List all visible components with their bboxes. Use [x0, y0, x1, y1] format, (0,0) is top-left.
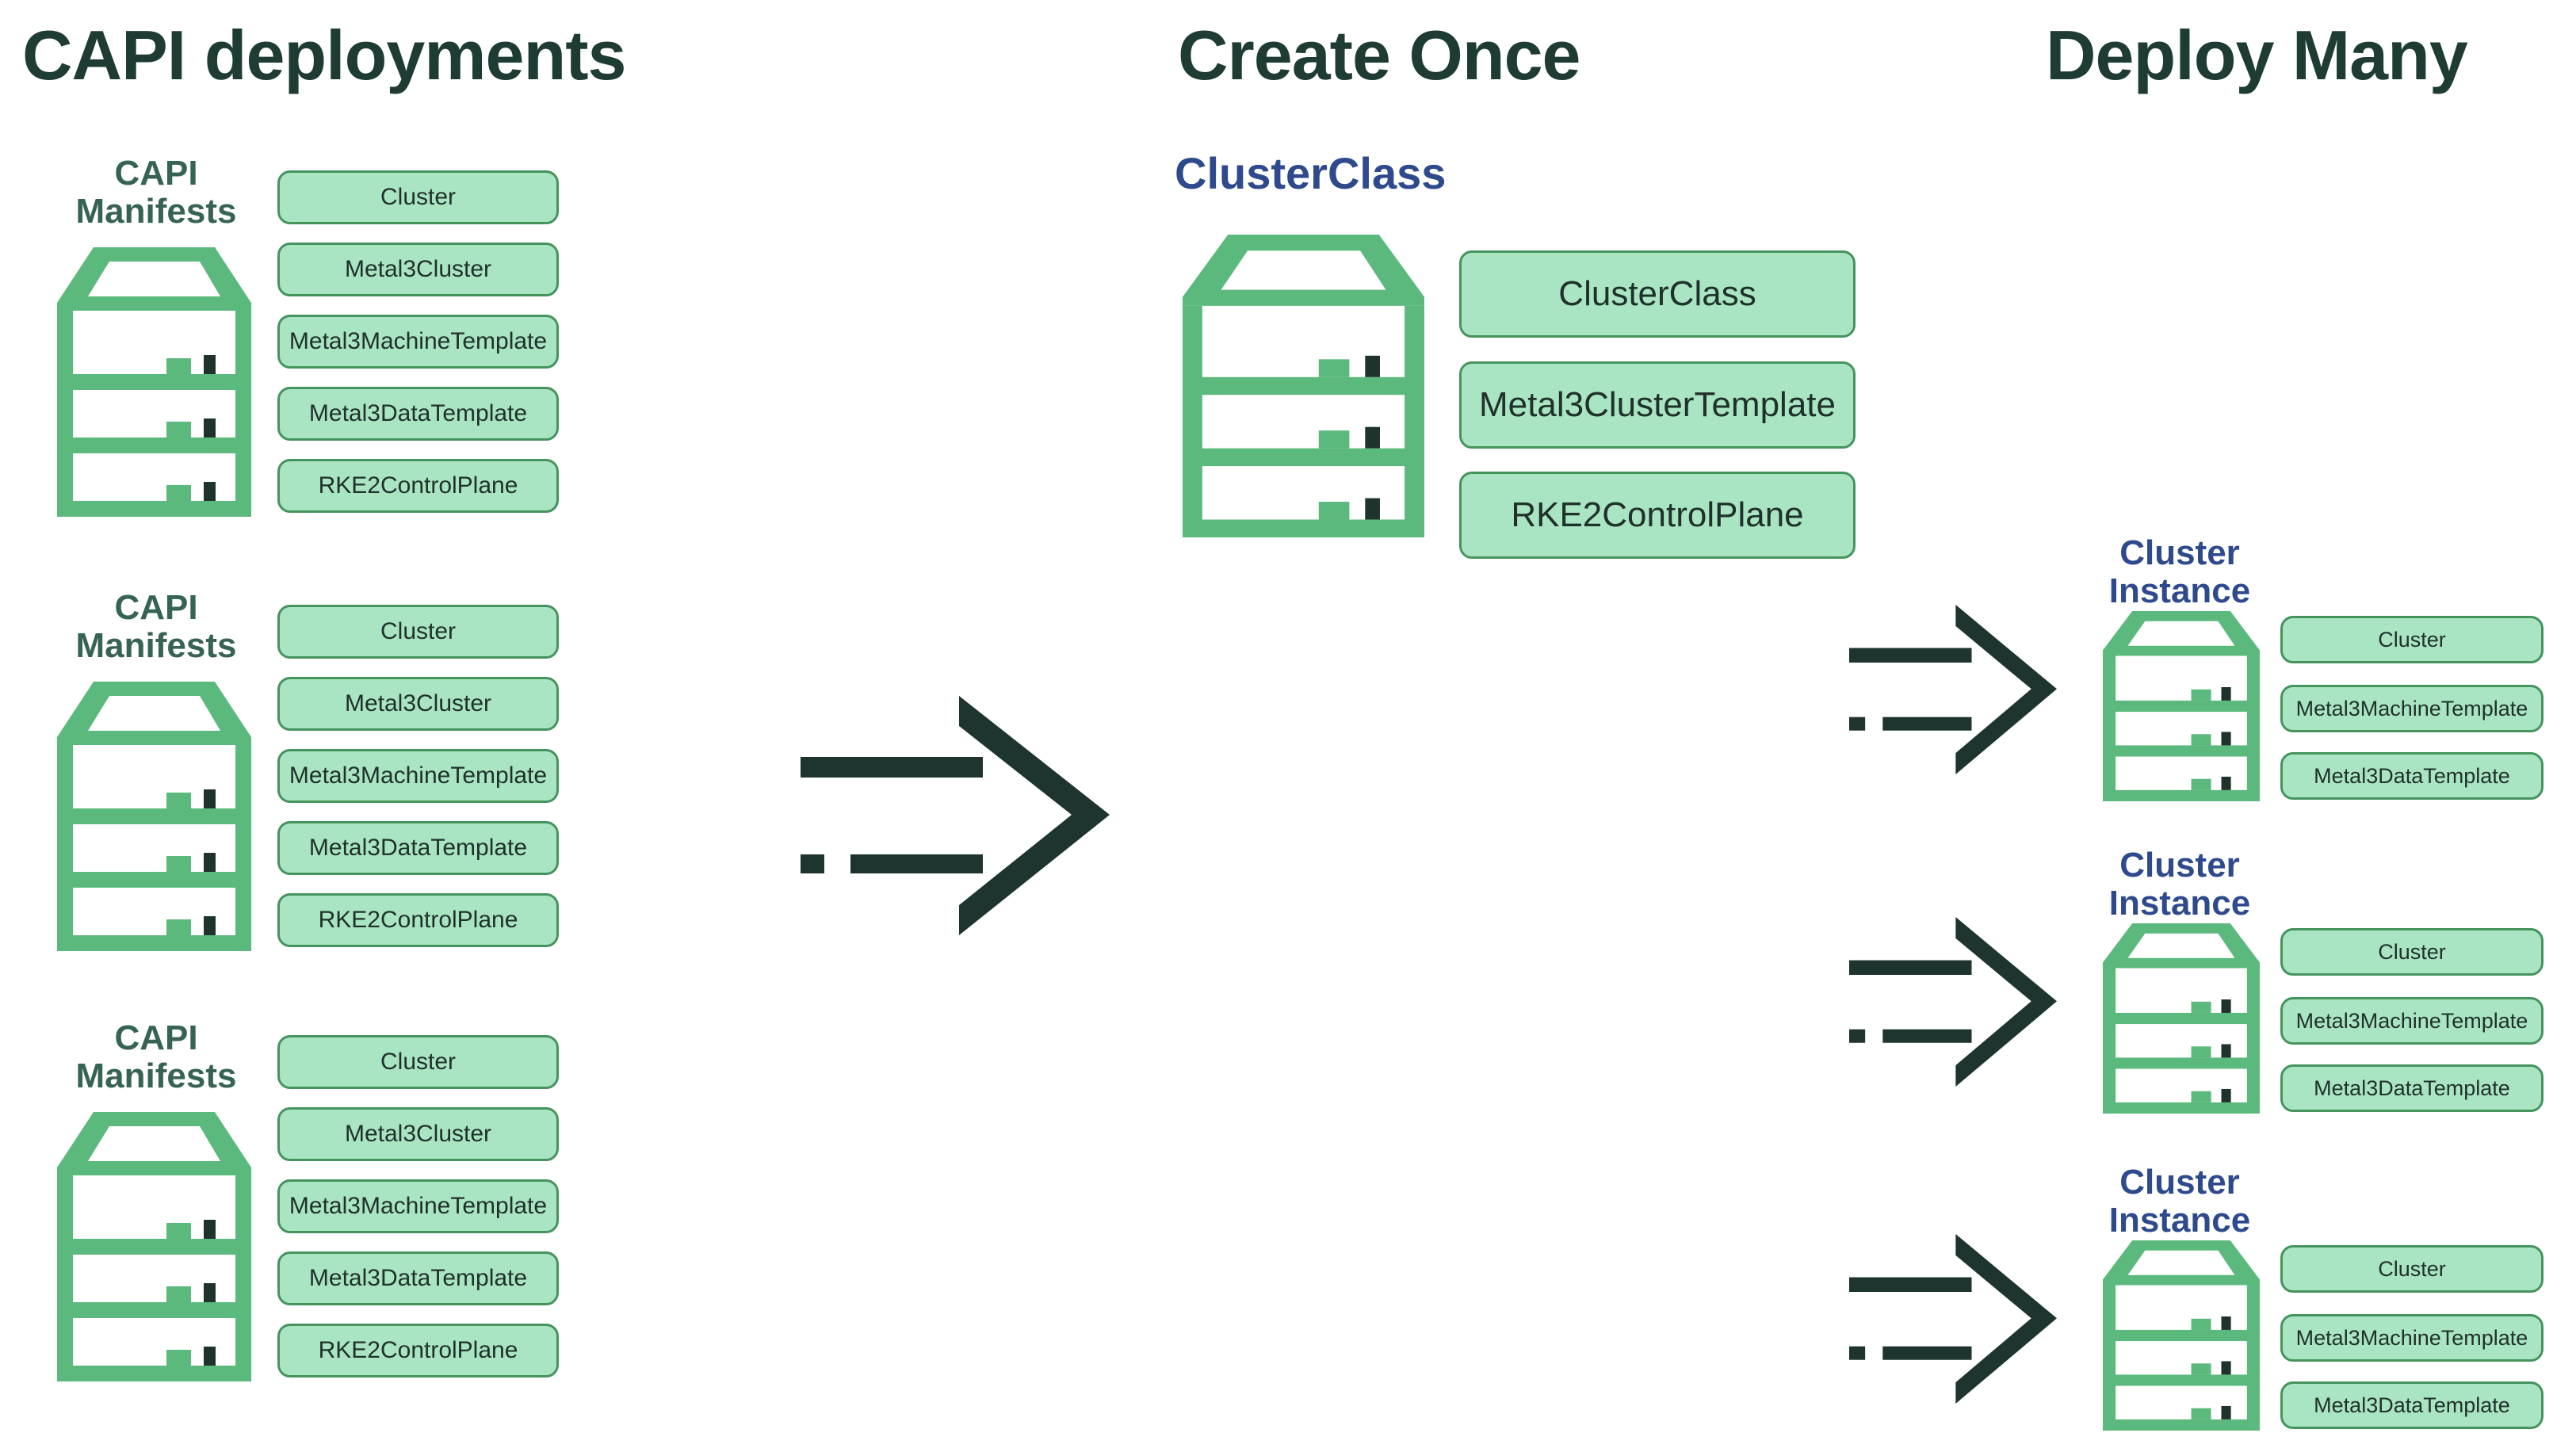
capi-manifests-label-line2: Manifests [75, 626, 237, 665]
cluster-instance-label-line1: Cluster [2119, 1163, 2240, 1202]
server-rack-icon [2103, 923, 2260, 1114]
resource-box: Metal3DataTemplate [2280, 1381, 2544, 1429]
resource-box: Metal3DataTemplate [277, 1251, 559, 1305]
resource-box: Metal3MachineTemplate [277, 315, 559, 369]
resource-box: ClusterClass [1459, 250, 1856, 338]
resource-box: RKE2ControlPlane [277, 459, 559, 513]
capi-manifests-label-line2: Manifests [75, 192, 237, 231]
server-rack-icon [57, 682, 251, 951]
capi-manifests-label-line2: Manifests [75, 1057, 237, 1095]
resource-box: Metal3ClusterTemplate [1459, 361, 1856, 449]
cluster-instance-label: Cluster Instance [2061, 846, 2299, 923]
capi-manifests-label-line1: CAPI [114, 588, 198, 627]
capi-manifests-label-line1: CAPI [114, 154, 198, 193]
capi-manifests-label: CAPI Manifests [37, 1019, 275, 1095]
resource-box: Cluster [277, 1035, 559, 1089]
title-deploy-many: Deploy Many [2046, 16, 2468, 94]
resource-box: RKE2ControlPlane [277, 1324, 559, 1377]
resource-box: Metal3MachineTemplate [277, 1179, 559, 1233]
capi-manifests-label: CAPI Manifests [37, 155, 275, 231]
title-create-once: Create Once [1178, 16, 1580, 94]
cluster-instance-label: Cluster Instance [2061, 534, 2299, 610]
clusterclass-heading: ClusterClass [1175, 148, 1447, 198]
resource-box: Metal3DataTemplate [277, 821, 559, 875]
server-rack-icon [1183, 235, 1424, 537]
capi-manifests-label: CAPI Manifests [37, 589, 275, 665]
server-rack-icon [57, 247, 251, 517]
cluster-instance-label-line2: Instance [2108, 571, 2251, 610]
resource-box: Metal3Cluster [277, 1107, 559, 1161]
resource-box: Metal3DataTemplate [277, 387, 559, 441]
resource-box: Metal3MachineTemplate [2280, 1314, 2544, 1362]
cluster-instance-label-line2: Instance [2108, 1201, 2251, 1240]
resource-box: Metal3MachineTemplate [277, 749, 559, 803]
dashed-arrow-icon [1849, 917, 2057, 1087]
resource-box: RKE2ControlPlane [277, 893, 559, 947]
server-rack-icon [2103, 1240, 2260, 1431]
resource-box: Metal3DataTemplate [2280, 1064, 2544, 1112]
resource-box: Cluster [277, 170, 559, 224]
server-rack-icon [2103, 611, 2260, 801]
resource-box: Metal3MachineTemplate [2280, 997, 2544, 1045]
resource-box: Cluster [2280, 928, 2544, 976]
resource-box: Metal3MachineTemplate [2280, 685, 2544, 732]
cluster-instance-label-line1: Cluster [2119, 846, 2240, 885]
cluster-instance-label: Cluster Instance [2061, 1164, 2299, 1240]
dashed-arrow-icon [801, 696, 1110, 935]
capi-manifests-label-line1: CAPI [114, 1018, 198, 1057]
resource-box: RKE2ControlPlane [1459, 472, 1856, 559]
resource-box: Metal3Cluster [277, 677, 559, 731]
cluster-instance-label-line1: Cluster [2119, 533, 2240, 572]
resource-box: Cluster [2280, 616, 2544, 663]
dashed-arrow-icon [1849, 1234, 2057, 1404]
title-capi-deployments: CAPI deployments [22, 16, 626, 94]
server-rack-icon [57, 1112, 251, 1381]
resource-box: Metal3Cluster [277, 243, 559, 296]
resource-box: Cluster [277, 605, 559, 659]
resource-box: Metal3DataTemplate [2280, 752, 2544, 800]
resource-box: Cluster [2280, 1245, 2544, 1293]
dashed-arrow-icon [1849, 605, 2057, 774]
cluster-instance-label-line2: Instance [2108, 884, 2251, 923]
